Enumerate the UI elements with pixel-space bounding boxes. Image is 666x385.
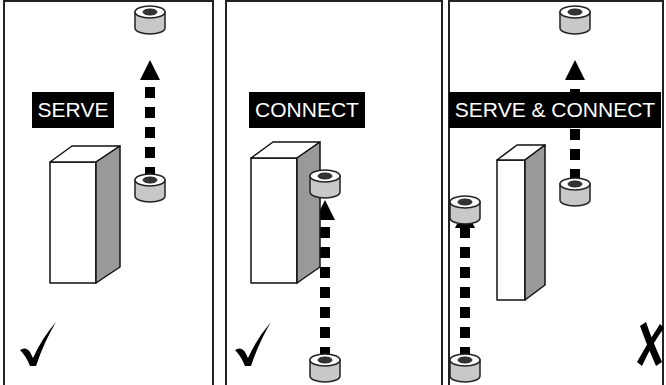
label-text: SERVE	[38, 98, 109, 121]
pillars	[50, 142, 545, 300]
label-text: CONNECT	[255, 98, 359, 121]
check-mark	[235, 322, 271, 366]
label-box: SERVE & CONNECT	[449, 92, 661, 128]
check-mark	[20, 322, 56, 366]
rings	[135, 6, 590, 382]
cross-mark	[637, 322, 664, 366]
label-text: SERVE & CONNECT	[455, 98, 655, 121]
label-box: CONNECT	[249, 92, 365, 128]
label-box: SERVE	[32, 92, 115, 128]
panel-frames	[4, 1, 663, 385]
